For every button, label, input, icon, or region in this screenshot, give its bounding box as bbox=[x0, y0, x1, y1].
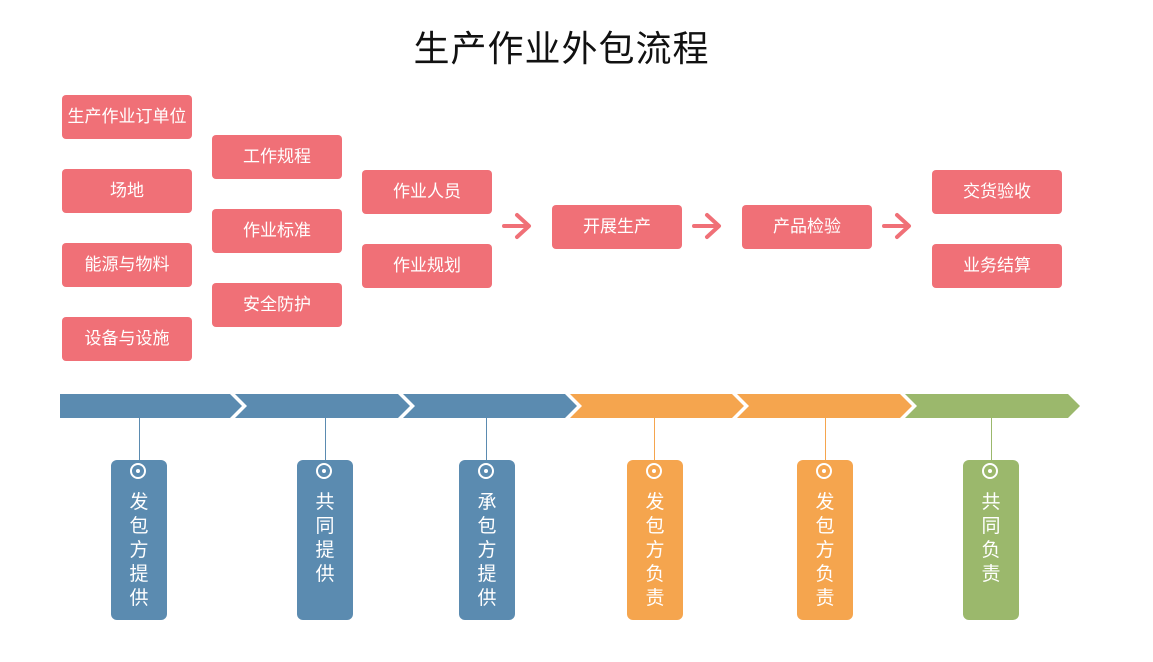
box-settlement: 业务结算 bbox=[932, 244, 1062, 288]
box-energy-materials: 能源与物料 bbox=[62, 243, 192, 287]
box-delivery-acceptance: 交货验收 bbox=[932, 170, 1062, 214]
responsibility-tag: 共同提供 bbox=[297, 460, 353, 620]
target-icon bbox=[478, 463, 494, 479]
box-start-production: 开展生产 bbox=[552, 205, 682, 249]
responsibility-text: 承包方提供 bbox=[477, 491, 497, 609]
responsibility-text: 发包方负责 bbox=[645, 491, 665, 609]
connector-line bbox=[325, 418, 326, 460]
target-icon bbox=[316, 463, 332, 479]
box-site: 场地 bbox=[62, 169, 192, 213]
box-equipment-facilities: 设备与设施 bbox=[62, 317, 192, 361]
timeline-chevrons bbox=[60, 394, 1080, 418]
chevron-segment-1 bbox=[60, 394, 242, 418]
chevron-segment-5 bbox=[737, 394, 912, 418]
box-order-unit: 生产作业订单位 bbox=[62, 95, 192, 139]
responsibility-text: 发包方负责 bbox=[815, 491, 835, 609]
connector-line bbox=[654, 418, 655, 460]
chevron-segment-2 bbox=[235, 394, 410, 418]
arrow-right-icon bbox=[502, 213, 531, 239]
responsibility-text: 共同负责 bbox=[981, 491, 1001, 585]
responsibility-tag: 发包方提供 bbox=[111, 460, 167, 620]
arrow-right-icon bbox=[882, 213, 911, 239]
target-icon bbox=[130, 463, 146, 479]
connector-line bbox=[139, 418, 140, 460]
connector-line bbox=[825, 418, 826, 460]
box-workers: 作业人员 bbox=[362, 170, 492, 214]
box-safety-protection: 安全防护 bbox=[212, 283, 342, 327]
target-icon bbox=[982, 463, 998, 479]
target-icon bbox=[816, 463, 832, 479]
connector-line bbox=[486, 418, 487, 460]
box-work-planning: 作业规划 bbox=[362, 244, 492, 288]
responsibility-tag: 发包方负责 bbox=[627, 460, 683, 620]
chevron-segment-3 bbox=[403, 394, 577, 418]
responsibility-tag: 承包方提供 bbox=[459, 460, 515, 620]
chevron-segment-6 bbox=[905, 394, 1080, 418]
responsibility-tag: 发包方负责 bbox=[797, 460, 853, 620]
arrow-right-icon bbox=[692, 213, 721, 239]
box-work-rules: 工作规程 bbox=[212, 135, 342, 179]
responsibility-text: 共同提供 bbox=[315, 491, 335, 585]
chevron-segment-4 bbox=[570, 394, 744, 418]
box-product-inspection: 产品检验 bbox=[742, 205, 872, 249]
target-icon bbox=[646, 463, 662, 479]
connector-line bbox=[991, 418, 992, 460]
box-work-standards: 作业标准 bbox=[212, 209, 342, 253]
responsibility-tag: 共同负责 bbox=[963, 460, 1019, 620]
responsibility-text: 发包方提供 bbox=[129, 491, 149, 609]
page-title: 生产作业外包流程 bbox=[413, 29, 710, 70]
